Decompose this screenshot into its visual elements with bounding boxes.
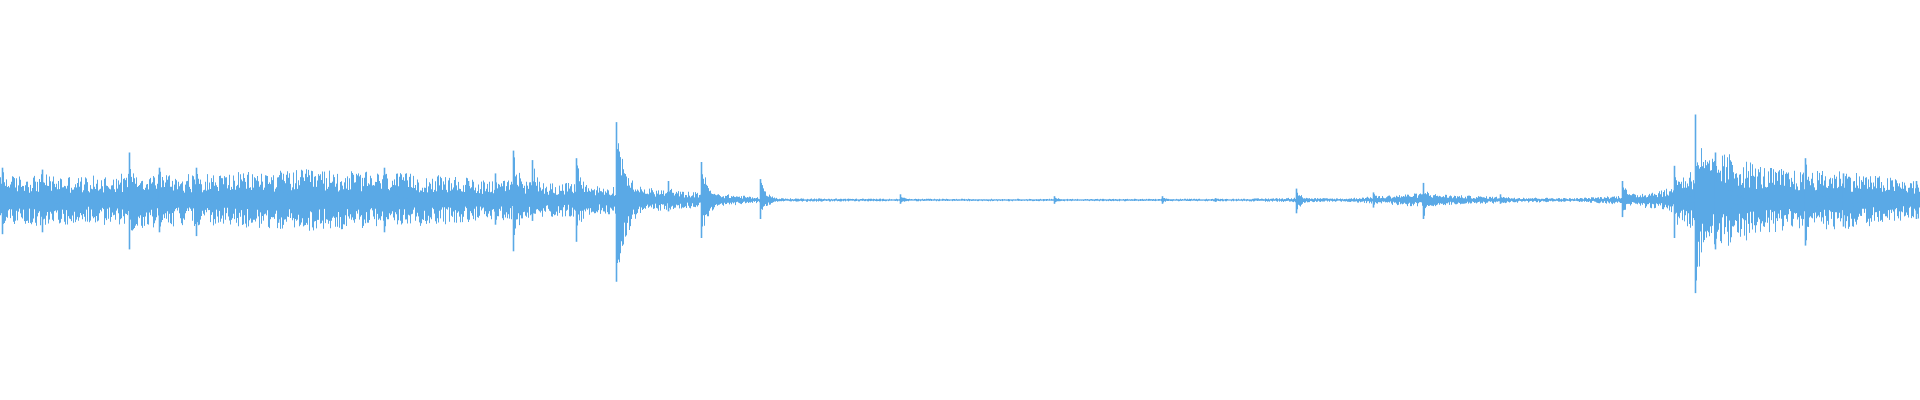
waveform-graphic (0, 114, 1920, 294)
audio-waveform (0, 114, 1920, 294)
